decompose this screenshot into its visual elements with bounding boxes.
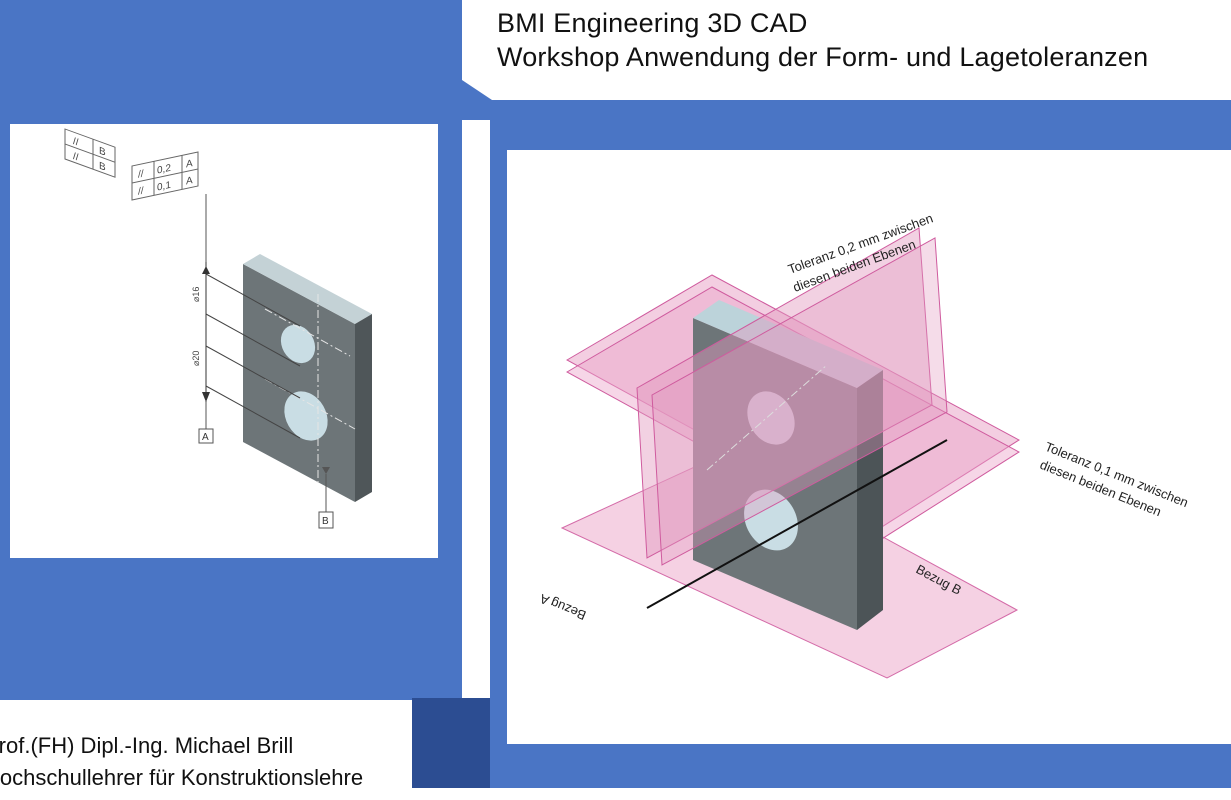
tolerance-plane-vertical-2 — [651, 237, 948, 566]
arrow-2 — [202, 392, 210, 402]
dim-lower-label: ⌀20 — [191, 351, 201, 366]
part-front-face — [243, 264, 355, 502]
extension-line-3 — [205, 345, 301, 399]
fcf-row-1-symbol: // — [138, 169, 144, 181]
header-subtitle: Workshop Anwendung der Form- und Lagetol… — [497, 42, 1149, 72]
hole-axis — [706, 364, 828, 471]
datum-a-label: A — [202, 432, 209, 443]
datum-row-1-symbol: // — [73, 136, 79, 149]
upper-hole — [280, 324, 316, 364]
upper-hole-3d — [747, 391, 795, 445]
upper-centerline — [264, 308, 351, 357]
dim-upper-label: ⌀16 — [191, 287, 201, 302]
part-side-face — [355, 314, 372, 502]
datum-b-box — [318, 511, 334, 529]
datum-row-1-datum: B — [99, 146, 106, 159]
left-drawing-svg: // B // B // 0,2 A // 0,1 A — [64, 128, 372, 529]
datum-a-box — [198, 428, 214, 444]
extension-line-4 — [205, 385, 301, 439]
datum-axis-a — [646, 439, 948, 609]
fcf-row-1-datum: A — [186, 158, 193, 170]
header-title: BMI Engineering 3D CAD — [497, 8, 808, 38]
part-front-face-3d — [693, 318, 857, 630]
tolerance-plane-vertical-1 — [636, 227, 933, 559]
fcf-row-2-value: 0,1 — [157, 180, 171, 194]
lower-hole — [284, 391, 328, 441]
left-drawing-panel: // B // B // 0,2 A // 0,1 A — [10, 124, 438, 558]
fcf-row-2-symbol: // — [138, 186, 144, 198]
frame-fold-top — [462, 80, 492, 120]
extension-line-1 — [205, 273, 301, 327]
feature-control-frame: // 0,2 A // 0,1 A — [131, 151, 199, 201]
fcf-row-2-datum: A — [186, 175, 193, 187]
arrow-1 — [202, 266, 210, 274]
part-top-face-3d — [693, 300, 883, 388]
bezug-a-label: Bezug A — [537, 591, 588, 623]
lower-hole-3d — [744, 489, 798, 551]
datum-row-2-symbol: // — [73, 151, 79, 164]
author-name: Prof.(FH) Dipl.-Ing. Michael Brill — [0, 733, 294, 758]
datum-b-triangle — [322, 467, 330, 474]
author-role: Hochschullehrer für Konstruktionslehre — [0, 765, 364, 790]
datum-row-2-datum: B — [99, 161, 106, 174]
part-top-face — [243, 254, 372, 324]
datum-b-label: B — [322, 516, 329, 527]
right-drawing-svg: Toleranz 0,2 mm zwischen diesen beiden E… — [537, 210, 1191, 679]
extension-line-2 — [205, 313, 301, 367]
frame-fold-shadow — [412, 698, 490, 788]
fcf-row-1-value: 0,2 — [157, 163, 171, 177]
right-drawing-panel: Toleranz 0,2 mm zwischen diesen beiden E… — [507, 150, 1231, 744]
datum-reference-frame: // B // B — [64, 128, 116, 178]
